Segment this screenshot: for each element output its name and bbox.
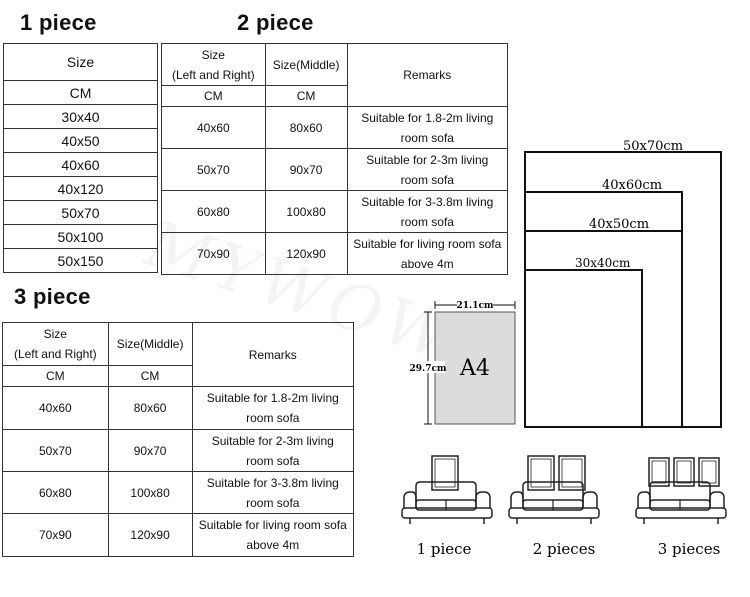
a4-width-label: 21.1cm bbox=[457, 301, 494, 311]
size-cell: 50x100 bbox=[3, 224, 158, 249]
frame-inner bbox=[651, 460, 667, 484]
sofa-icon bbox=[401, 481, 493, 525]
middle-size-cell: 90x70 bbox=[107, 429, 193, 472]
lr-size-cell: 60x80 bbox=[161, 190, 266, 233]
frame-inner bbox=[701, 460, 717, 484]
sofa-icon bbox=[635, 481, 727, 525]
middle-size-cell: 80x60 bbox=[264, 106, 348, 149]
a4-sheet bbox=[434, 311, 516, 425]
dimension-label-bg bbox=[411, 361, 445, 373]
remark-cell: Suitable for 2-3m living room sofa bbox=[346, 148, 509, 191]
remark-cell: Suitable for 2-3m living room sofa bbox=[191, 429, 355, 472]
two-piece-frame-left bbox=[527, 455, 555, 491]
lr-unit-header: CM bbox=[2, 365, 109, 387]
frame-label-40x60: 40x60cm bbox=[602, 178, 662, 193]
lr-size-header: Size (Left and Right) bbox=[2, 322, 109, 366]
three-piece-frame-left bbox=[648, 457, 670, 487]
remarks-header: Remarks bbox=[191, 322, 355, 387]
remark-cell: Suitable for living room sofa above 4m bbox=[346, 232, 509, 275]
middle-unit-header: CM bbox=[264, 85, 348, 107]
remarks-header: Remarks bbox=[346, 43, 509, 107]
frame-inner bbox=[561, 458, 583, 488]
lr-size-cell: 60x80 bbox=[2, 471, 109, 514]
one-piece-size-table: Size CM 30x40 40x50 40x60 40x120 50x70 5… bbox=[3, 43, 158, 273]
size-cell: 50x150 bbox=[3, 248, 158, 273]
lr-size-cell: 40x60 bbox=[161, 106, 266, 149]
three-piece-frame-middle bbox=[673, 457, 695, 487]
remark-cell: Suitable for 1.8-2m living room sofa bbox=[191, 386, 355, 430]
one-piece-rows: Size CM 30x40 40x50 40x60 40x120 50x70 5… bbox=[3, 43, 158, 273]
lr-size-cell: 70x90 bbox=[161, 232, 266, 275]
remark-cell: Suitable for 1.8-2m living room sofa bbox=[346, 106, 509, 149]
one-piece-frame bbox=[431, 455, 459, 491]
middle-size-cell: 120x90 bbox=[107, 513, 193, 557]
size-header: Size bbox=[3, 43, 158, 81]
three-piece-heading: 3 piece bbox=[14, 284, 91, 309]
three-pieces-label: 3 pieces bbox=[658, 540, 721, 558]
lr-unit-header: CM bbox=[161, 85, 266, 107]
size-comparison-diagram: 50x70cm 40x60cm 40x50cm 30x40cm A4 21.1c… bbox=[395, 130, 750, 440]
middle-size-cell: 90x70 bbox=[264, 148, 348, 191]
dimension-label-bg bbox=[457, 298, 493, 310]
three-piece-size-table: Size (Left and Right) Size(Middle) Remar… bbox=[2, 322, 355, 557]
three-piece-frame-right bbox=[698, 457, 720, 487]
frame-inner bbox=[434, 458, 456, 488]
size-cell: 40x50 bbox=[3, 128, 158, 153]
lr-size-cell: 40x60 bbox=[2, 386, 109, 430]
frame-50x70 bbox=[524, 151, 722, 428]
middle-size-cell: 100x80 bbox=[264, 190, 348, 233]
sofa-arrangements: 1 piece 2 pieces 3 pieces bbox=[400, 448, 750, 568]
middle-size-cell: 80x60 bbox=[107, 386, 193, 430]
remark-cell: Suitable for living room sofa above 4m bbox=[191, 513, 355, 557]
frame-label-50x70: 50x70cm bbox=[623, 139, 683, 154]
a4-label: A4 bbox=[459, 356, 490, 381]
one-piece-label: 1 piece bbox=[417, 540, 472, 558]
frame-label-40x50: 40x50cm bbox=[589, 217, 649, 232]
two-piece-heading: 2 piece bbox=[237, 10, 314, 35]
middle-size-header: Size(Middle) bbox=[264, 43, 348, 86]
size-cell: 30x40 bbox=[3, 104, 158, 129]
a4-height-label: 29.7cm bbox=[410, 364, 447, 374]
lr-size-cell: 70x90 bbox=[2, 513, 109, 557]
lr-size-header: Size (Left and Right) bbox=[161, 43, 266, 86]
size-cell: 40x60 bbox=[3, 152, 158, 177]
two-piece-frame-right bbox=[558, 455, 586, 491]
frame-inner bbox=[676, 460, 692, 484]
one-piece-heading: 1 piece bbox=[20, 10, 97, 35]
middle-size-cell: 100x80 bbox=[107, 471, 193, 514]
unit-header: CM bbox=[3, 80, 158, 105]
frame-30x40 bbox=[524, 269, 643, 428]
size-cell: 40x120 bbox=[3, 176, 158, 201]
middle-size-header: Size(Middle) bbox=[107, 322, 193, 366]
middle-unit-header: CM bbox=[107, 365, 193, 387]
remark-cell: Suitable for 3-3.8m living room sofa bbox=[191, 471, 355, 514]
lr-size-cell: 50x70 bbox=[161, 148, 266, 191]
frame-inner bbox=[530, 458, 552, 488]
frame-label-30x40: 30x40cm bbox=[575, 256, 631, 270]
middle-size-cell: 120x90 bbox=[264, 232, 348, 275]
two-piece-size-table: Size (Left and Right) Size(Middle) Remar… bbox=[161, 43, 509, 275]
size-cell: 50x70 bbox=[3, 200, 158, 225]
remark-cell: Suitable for 3-3.8m living room sofa bbox=[346, 190, 509, 233]
lr-size-cell: 50x70 bbox=[2, 429, 109, 472]
two-pieces-label: 2 pieces bbox=[533, 540, 596, 558]
